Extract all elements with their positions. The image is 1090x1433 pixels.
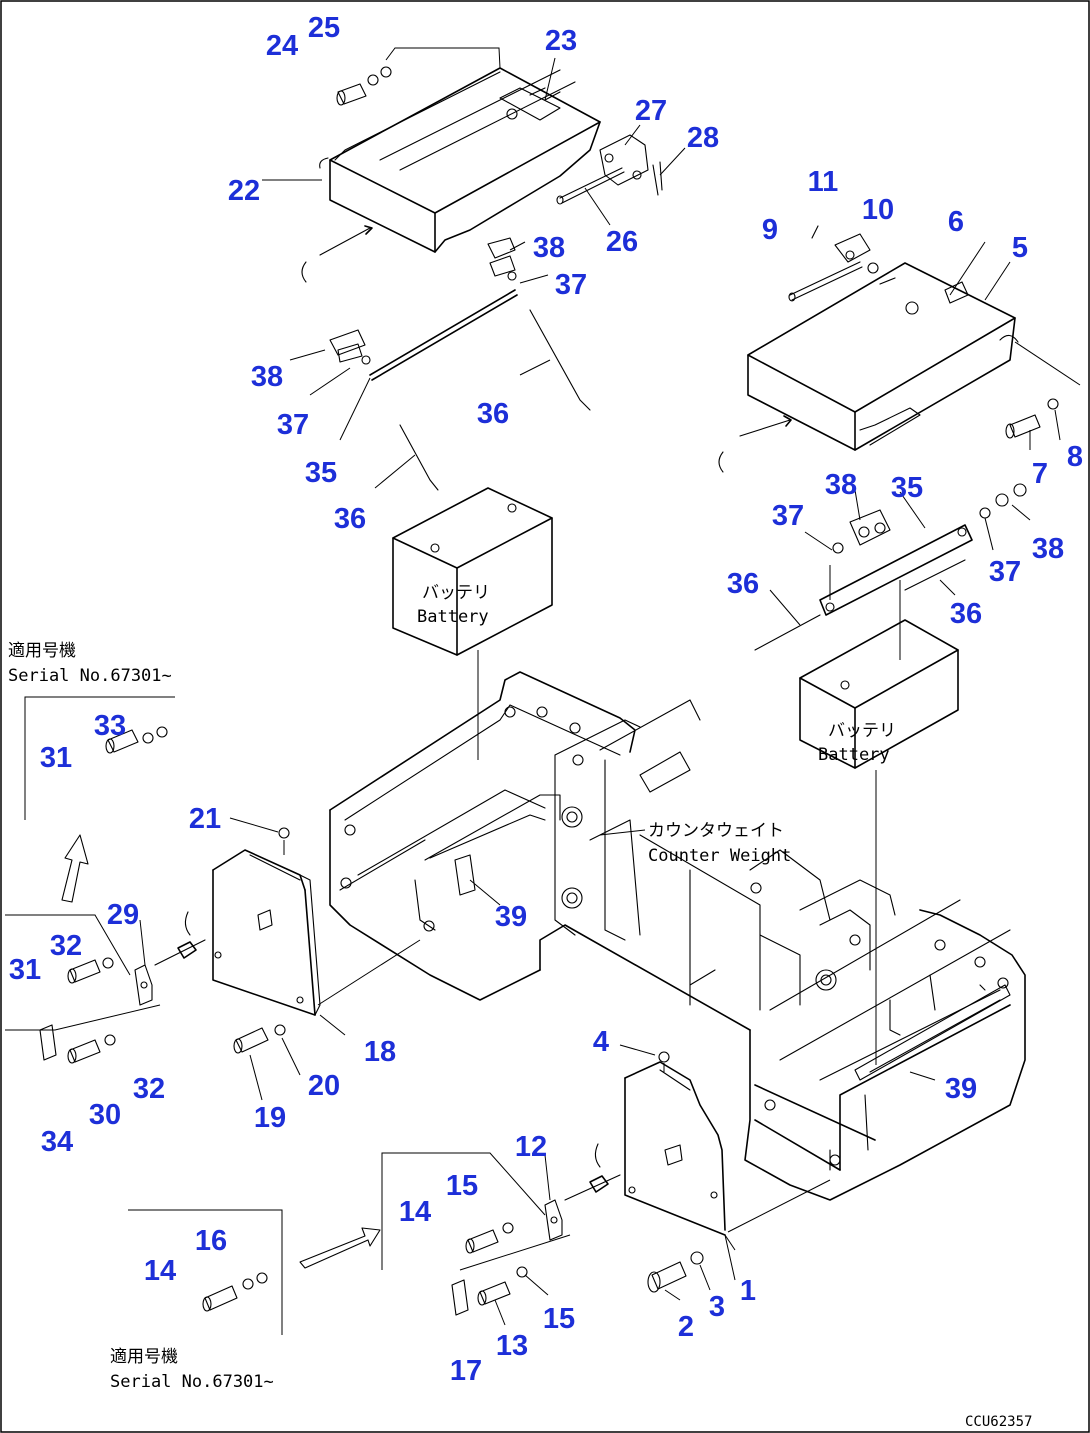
battery-right — [799, 619, 959, 1065]
drawing-id: CCU62357 — [965, 1414, 1032, 1430]
serial-inset-upper — [24, 696, 175, 903]
callout-36: 36 — [477, 398, 509, 430]
side-cover-1 — [624, 1061, 831, 1251]
bolt-4 — [658, 1051, 670, 1072]
hinge-right-9-10-11 — [788, 225, 879, 302]
side-cover-18 — [212, 849, 421, 1036]
battery-cover-left — [319, 67, 601, 253]
callout-20: 20 — [308, 1070, 340, 1102]
callout-37: 37 — [277, 409, 309, 441]
callout-27: 27 — [635, 95, 667, 127]
callout-3: 3 — [709, 1291, 725, 1323]
callout-5: 5 — [1012, 232, 1028, 264]
revolving-frame — [329, 671, 1026, 1201]
counterweight-label-jp: カウンタウェイト — [648, 821, 784, 841]
callout-12: 12 — [515, 1131, 547, 1163]
hinge-27 — [556, 134, 663, 205]
callout-36: 36 — [950, 598, 982, 630]
callout-21: 21 — [189, 803, 221, 835]
callout-35: 35 — [305, 457, 337, 489]
callout-22: 22 — [228, 175, 260, 207]
battery-label-jp-left: バッテリ — [422, 583, 490, 603]
callout-1: 1 — [740, 1275, 756, 1307]
lock-29 — [134, 911, 206, 1006]
callout-37: 37 — [772, 500, 804, 532]
bolt-21 — [278, 827, 290, 855]
callout-4: 4 — [593, 1026, 609, 1058]
callout-18: 18 — [364, 1036, 396, 1068]
callout-26: 26 — [606, 226, 638, 258]
callout-32: 32 — [133, 1073, 165, 1105]
callout-15: 15 — [543, 1303, 575, 1335]
callout-23: 23 — [545, 25, 577, 57]
serial-label-en-upper: Serial No.67301~ — [8, 666, 172, 686]
callout-15: 15 — [446, 1170, 478, 1202]
bolt-set-right — [381, 1152, 571, 1316]
callout-38: 38 — [533, 232, 565, 264]
bolt-2-3 — [647, 1251, 704, 1293]
callout-8: 8 — [1067, 441, 1083, 473]
callout-38: 38 — [825, 469, 857, 501]
callout-10: 10 — [862, 194, 894, 226]
callout-33: 33 — [94, 710, 126, 742]
bolt-24 — [336, 47, 501, 106]
callout-24: 24 — [266, 30, 298, 62]
callout-7: 7 — [1032, 458, 1048, 490]
callout-38: 38 — [251, 361, 283, 393]
bolt-7-8 — [1005, 341, 1081, 439]
battery-left — [392, 487, 553, 760]
arrow-a-right — [718, 415, 792, 473]
callout-39: 39 — [945, 1073, 977, 1105]
bolt-set-left — [5, 914, 161, 1064]
callout-19: 19 — [254, 1102, 286, 1134]
leader-lines — [139, 57, 1061, 1326]
callout-14: 14 — [399, 1196, 431, 1228]
drawing-labels: バッテリ Battery バッテリ Battery カウンタウェイト Count… — [8, 583, 1032, 1430]
callout-11: 11 — [808, 166, 839, 198]
callout-14: 14 — [144, 1255, 176, 1287]
callout-13: 13 — [496, 1330, 528, 1362]
stay-bracket-upper-left — [329, 237, 591, 491]
callout-25: 25 — [308, 12, 340, 44]
callout-37: 37 — [555, 269, 587, 301]
battery-label-en-right: Battery — [818, 745, 890, 765]
serial-label-jp-upper: 適用号機 — [8, 641, 76, 661]
battery-label-jp-right: バッテリ — [828, 721, 896, 741]
callout-32: 32 — [50, 930, 82, 962]
callout-36: 36 — [334, 503, 366, 535]
arrow-a-left — [301, 225, 373, 283]
battery-label-en-left: Battery — [417, 607, 489, 627]
callout-16: 16 — [195, 1225, 227, 1257]
callout-38: 38 — [1032, 533, 1064, 565]
lock-12 — [544, 1143, 621, 1241]
serial-label-en-lower: Serial No.67301~ — [110, 1372, 274, 1392]
callout-2: 2 — [678, 1311, 694, 1343]
callout-36: 36 — [727, 568, 759, 600]
callout-17: 17 — [450, 1355, 482, 1387]
callout-6: 6 — [948, 206, 964, 238]
serial-label-jp-lower: 適用号機 — [110, 1347, 178, 1367]
plate-39-left — [429, 814, 546, 896]
bolt-19-20 — [233, 1024, 286, 1054]
callout-30: 30 — [89, 1099, 121, 1131]
callout-35: 35 — [891, 472, 923, 504]
serial-inset-lower — [128, 1209, 381, 1335]
callout-37: 37 — [989, 556, 1021, 588]
callout-31: 31 — [40, 742, 72, 774]
callout-9: 9 — [762, 214, 778, 246]
callout-28: 28 — [687, 122, 719, 154]
stay-bracket-right — [754, 483, 1027, 660]
callout-29: 29 — [107, 899, 139, 931]
callout-34: 34 — [41, 1126, 73, 1158]
callout-31: 31 — [9, 954, 41, 986]
callout-39: 39 — [495, 901, 527, 933]
counterweight-label-en: Counter Weight — [648, 846, 791, 866]
